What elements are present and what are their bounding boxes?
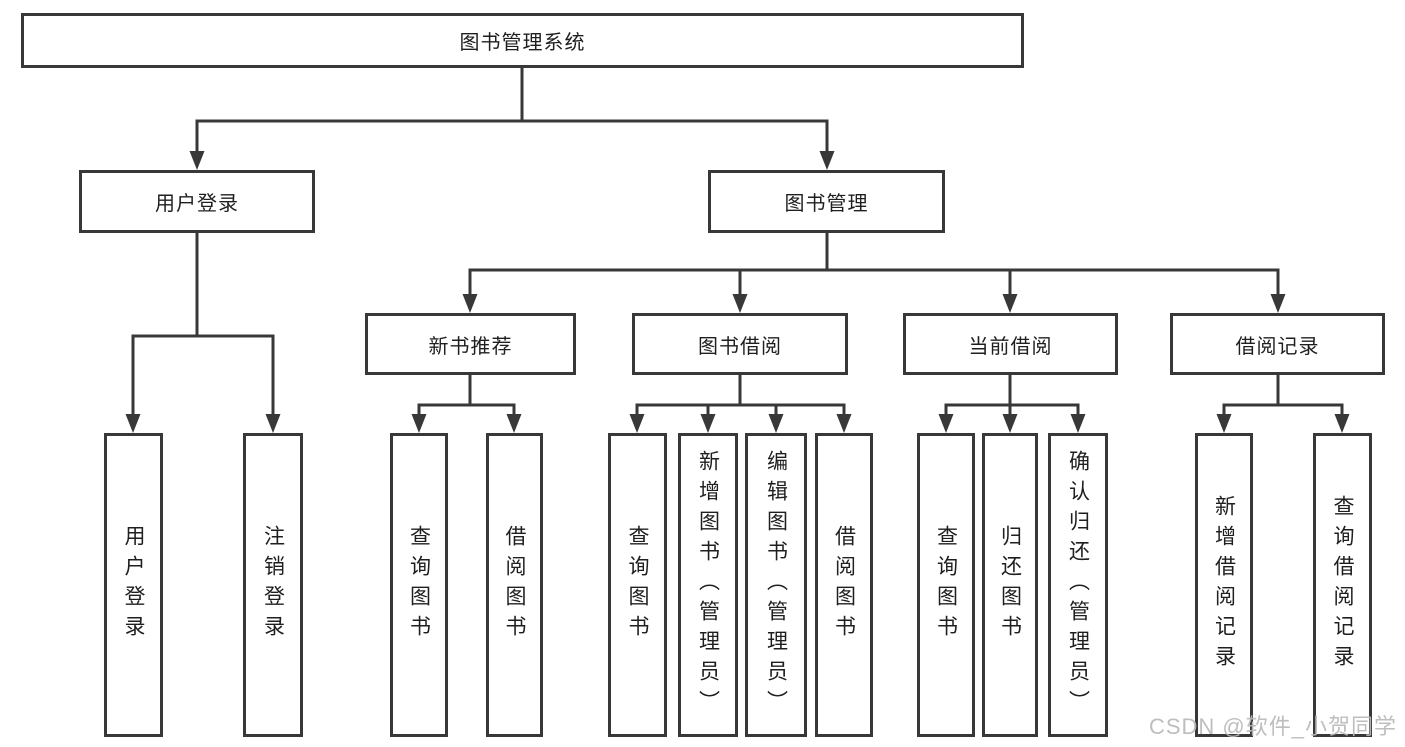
node-new-book-recommend-label: 新书推荐 [428, 335, 513, 358]
leaf-confirm-return-admin-label: 确认归还（管理员） [1066, 450, 1090, 720]
arrow-down-icon [836, 414, 852, 433]
arrow-down-icon [938, 414, 954, 433]
arrow-down-icon [189, 151, 205, 170]
leaf-user-login: 用户登录 [104, 433, 163, 737]
leaf-return-book-label: 归还图书 [998, 525, 1022, 645]
leaf-logout: 注销登录 [243, 433, 303, 737]
leaf-add-borrow-record-label: 新增借阅记录 [1212, 495, 1236, 675]
leaf-query-borrow-record-label: 查询借阅记录 [1331, 495, 1354, 675]
arrow-down-icon [1070, 414, 1086, 433]
leaf-borrow-books-borrowing: 借阅图书 [815, 433, 873, 737]
watermark: CSDN @软件_小贺同学 [1148, 714, 1397, 739]
leaf-query-borrow-record: 查询借阅记录 [1313, 433, 1372, 737]
leaf-user-login-label: 用户登录 [122, 525, 145, 645]
leaf-logout-label: 注销登录 [261, 525, 285, 645]
arrow-down-icon [1270, 294, 1286, 313]
leaf-confirm-return-admin: 确认归还（管理员） [1048, 433, 1108, 737]
node-book-borrowing: 图书借阅 [632, 313, 848, 375]
leaf-query-books-current: 查询图书 [917, 433, 975, 737]
node-borrowing-records: 借阅记录 [1170, 313, 1385, 375]
arrow-down-icon [506, 414, 522, 433]
leaf-add-book-admin: 新增图书（管理员） [678, 433, 738, 737]
connector-segments [131, 68, 1344, 415]
arrow-down-icon [411, 414, 427, 433]
leaf-edit-book-admin: 编辑图书（管理员） [745, 433, 807, 737]
node-root: 图书管理系统 [21, 13, 1024, 68]
node-current-borrowing-label: 当前借阅 [968, 335, 1053, 358]
arrow-down-icon [629, 414, 645, 433]
arrow-down-icon [265, 414, 281, 433]
arrow-down-icon [462, 294, 478, 313]
arrowheads [125, 151, 1350, 433]
arrow-down-icon [768, 414, 784, 433]
leaf-query-books-recommend: 查询图书 [390, 433, 448, 737]
leaf-add-book-admin-label: 新增图书（管理员） [696, 450, 720, 720]
arrow-down-icon [1216, 414, 1232, 433]
leaf-edit-book-admin-label: 编辑图书（管理员） [764, 450, 788, 720]
arrow-down-icon [1002, 294, 1018, 313]
node-borrowing-records-label: 借阅记录 [1235, 335, 1320, 358]
node-current-borrowing: 当前借阅 [903, 313, 1118, 375]
node-book-management: 图书管理 [708, 170, 945, 233]
leaf-borrow-books-borrowing-label: 借阅图书 [832, 525, 856, 645]
node-new-book-recommend: 新书推荐 [365, 313, 576, 375]
leaf-query-books-borrowing: 查询图书 [608, 433, 667, 737]
arrow-down-icon [819, 151, 835, 170]
arrow-down-icon [125, 414, 141, 433]
arrow-down-icon [732, 294, 748, 313]
node-user-login: 用户登录 [79, 170, 315, 233]
leaf-borrow-books-recommend: 借阅图书 [486, 433, 543, 737]
arrow-down-icon [700, 414, 716, 433]
arrow-down-icon [1002, 414, 1018, 433]
leaf-query-books-recommend-label: 查询图书 [407, 525, 431, 645]
node-user-login-label: 用户登录 [155, 193, 239, 215]
node-book-borrowing-label: 图书借阅 [698, 335, 782, 358]
leaf-query-books-current-label: 查询图书 [934, 525, 958, 645]
leaf-return-book: 归还图书 [982, 433, 1038, 737]
leaf-borrow-books-recommend-label: 借阅图书 [503, 525, 526, 645]
leaf-add-borrow-record: 新增借阅记录 [1195, 433, 1253, 737]
node-root-label: 图书管理系统 [459, 32, 586, 54]
leaf-query-books-borrowing-label: 查询图书 [626, 525, 649, 645]
node-book-management-label: 图书管理 [784, 193, 869, 215]
arrow-down-icon [1334, 414, 1350, 433]
